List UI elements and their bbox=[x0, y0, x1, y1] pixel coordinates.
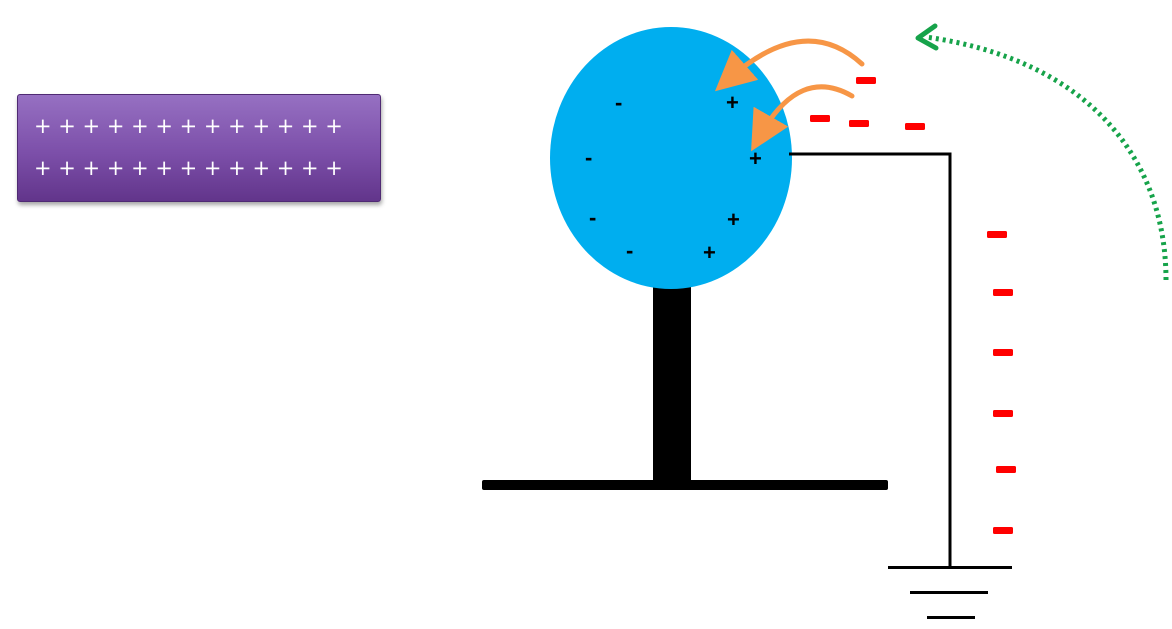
electron bbox=[993, 349, 1013, 356]
sphere-negative-charge: - bbox=[626, 238, 633, 263]
electron bbox=[905, 123, 925, 130]
green-dotted-arrow-icon bbox=[915, 23, 1169, 281]
electron bbox=[993, 410, 1013, 417]
stand-post bbox=[653, 286, 691, 484]
orange-curved-arrow-icon bbox=[751, 84, 855, 152]
positively-charged-rod: + + + + + + + + + + + + + + + + + + + + … bbox=[17, 94, 381, 202]
electron bbox=[987, 231, 1007, 238]
sphere-negative-charge: - bbox=[615, 90, 622, 115]
sphere-negative-charge: - bbox=[589, 205, 596, 230]
base-plate bbox=[482, 480, 888, 490]
electron bbox=[810, 115, 830, 122]
rod-positive-charges-row-1: + + + + + + + + + + + + + bbox=[34, 114, 343, 138]
sphere-positive-charge: + bbox=[749, 146, 762, 171]
electron bbox=[993, 527, 1013, 534]
orange-curved-arrow-icon bbox=[714, 38, 865, 92]
electron bbox=[856, 77, 876, 84]
sphere-positive-charge: + bbox=[726, 90, 739, 115]
ground-symbol-icon bbox=[888, 566, 1012, 619]
conducting-sphere bbox=[550, 27, 792, 289]
sphere-positive-charge: + bbox=[703, 240, 716, 265]
electron bbox=[993, 289, 1013, 296]
electron bbox=[849, 120, 869, 127]
rod-positive-charges-row-2: + + + + + + + + + + + + + bbox=[34, 156, 343, 180]
ground-wire bbox=[789, 152, 952, 568]
sphere-negative-charge: - bbox=[585, 145, 592, 170]
electron bbox=[996, 466, 1016, 473]
sphere-positive-charge: + bbox=[727, 207, 740, 232]
